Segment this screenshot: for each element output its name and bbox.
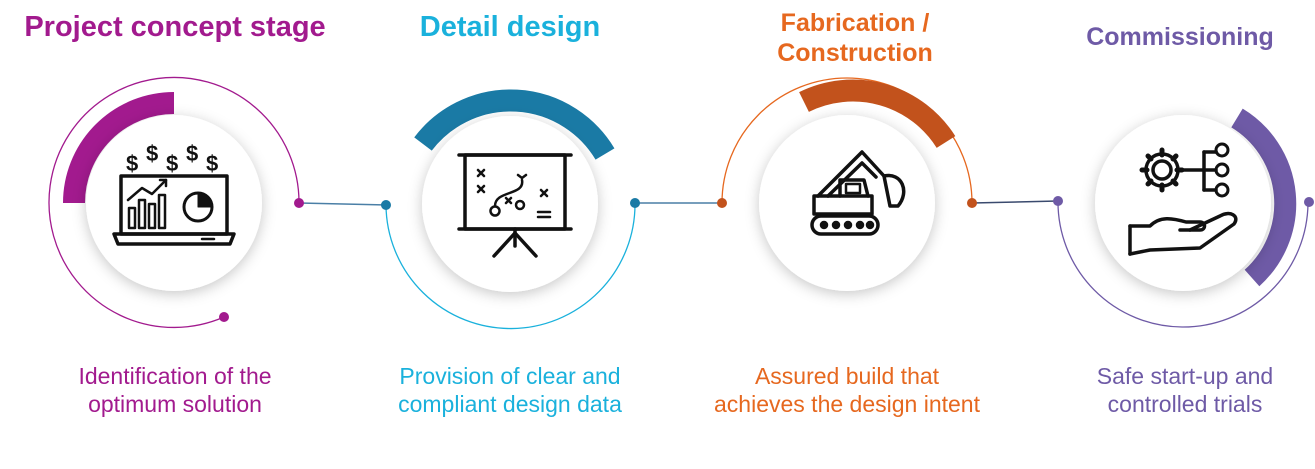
stage-1-progress-arc [63,92,175,204]
stage-3-dot-left [717,198,727,208]
stage-4-graphic [1053,108,1314,328]
stage-1-graphic [48,76,304,329]
stage-1-description: Identification of the optimum solution [78,363,272,418]
stage-3-title: Fabrication / Construction [777,9,933,67]
stage-3-outer-ring [721,77,973,204]
gear-hand-network-icon [1128,142,1238,256]
stage-1-title: Project concept stage [24,11,326,43]
stage-4-disc [1095,115,1271,291]
stage-4-dot-right [1304,197,1314,207]
stage-2-graphic [381,89,640,330]
svg-text:$: $ [146,141,158,166]
svg-text:$: $ [126,151,138,176]
connector-1-2 [298,202,387,206]
stage-2-description: Provision of clear and compliant design … [398,363,622,418]
stage-2-title: Detail design [419,11,601,43]
laptop-financial-chart-icon: $ $ $ $ $ [112,141,236,246]
excavator-icon [810,150,906,236]
stage-2-dot-right [630,198,640,208]
stage-1-disc [86,115,262,291]
stage-1-dot-bottom [219,312,229,322]
stage-2-outer-ring [385,202,636,330]
connector-3-4 [971,200,1059,204]
stage-3-disc [759,115,935,291]
svg-text:$: $ [206,151,218,176]
stage-2-dot-left [381,200,391,210]
stage-2-disc [422,116,598,292]
stage-1-dot-right [294,198,304,208]
stage-4-title: Commissioning [1086,23,1274,51]
presentation-board-strategy-icon [457,153,573,258]
stage-2-progress-arc [414,89,615,160]
stage-4-dot-left [1053,196,1063,206]
stage-4-outer-ring [1057,200,1309,328]
stage-3-description: Assured build that achieves the design i… [714,363,980,418]
stage-3-dot-right [967,198,977,208]
stage-3-graphic [717,77,977,291]
svg-text:$: $ [166,151,178,176]
svg-text:$: $ [186,141,198,166]
stage-4-progress-arc [1231,108,1297,287]
stage-4-description: Safe start-up and controlled trials [1096,363,1274,418]
stage-3-progress-arc [799,79,956,149]
stage-1-outer-ring [48,76,300,329]
